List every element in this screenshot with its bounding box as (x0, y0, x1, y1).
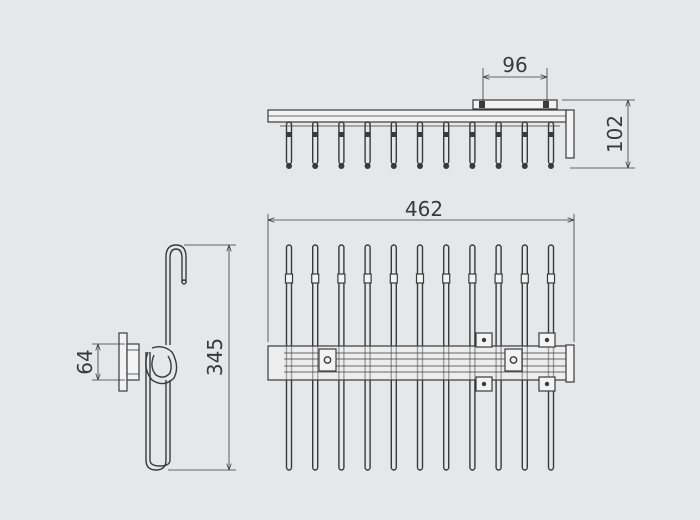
carriage-right (504, 348, 523, 372)
top-hanger-8 (469, 121, 476, 169)
side-hanger-rod-outer (145, 244, 187, 471)
mount-bracket-right (538, 332, 556, 392)
dim-462-label: 462 (405, 197, 443, 221)
side-clamp (145, 345, 178, 385)
top-hanger-10 (521, 121, 528, 169)
top-mount-screw-left (479, 101, 485, 108)
dim-64-label: 64 (73, 349, 97, 374)
top-hanger-9 (495, 121, 502, 169)
dim-345: 345 (168, 244, 236, 471)
top-hanger-1 (285, 121, 293, 169)
carriage-left (318, 348, 337, 372)
side-clamp-inner (151, 354, 172, 378)
dim-102-label: 102 (603, 115, 627, 153)
top-mount-screw-right (543, 101, 549, 108)
top-hanger-2 (312, 121, 319, 169)
dim-96: 96 (482, 53, 548, 104)
carriage-left-bolt (323, 356, 332, 364)
side-bracket-block (126, 343, 140, 381)
top-hanger-11 (547, 121, 555, 169)
dim-96-label: 96 (502, 53, 527, 77)
top-hanger-3 (338, 121, 345, 169)
dim-102: 102 (562, 99, 635, 169)
dim-345-label: 345 (203, 338, 227, 376)
front-rail (267, 345, 569, 381)
top-hanger-5 (390, 121, 397, 169)
front-end-cap (565, 344, 575, 383)
top-hanger-4 (364, 121, 371, 169)
top-hanger-6 (416, 121, 424, 169)
dim-64: 64 (73, 343, 125, 381)
front-view: 462 (267, 197, 575, 471)
top-end-plate (565, 109, 575, 159)
carriage-right-bolt (509, 356, 518, 364)
side-hook-tip (181, 279, 187, 285)
side-hanger-rod-inner (149, 248, 183, 467)
top-view: 96 102 (267, 53, 635, 169)
side-bracket-plate (118, 332, 128, 392)
top-mount-block (472, 99, 558, 110)
dim-462: 462 (267, 197, 575, 342)
mount-bracket-left (475, 332, 493, 392)
side-view: 64 345 (73, 244, 236, 471)
top-hangers (285, 121, 555, 169)
top-hanger-7 (443, 121, 450, 169)
